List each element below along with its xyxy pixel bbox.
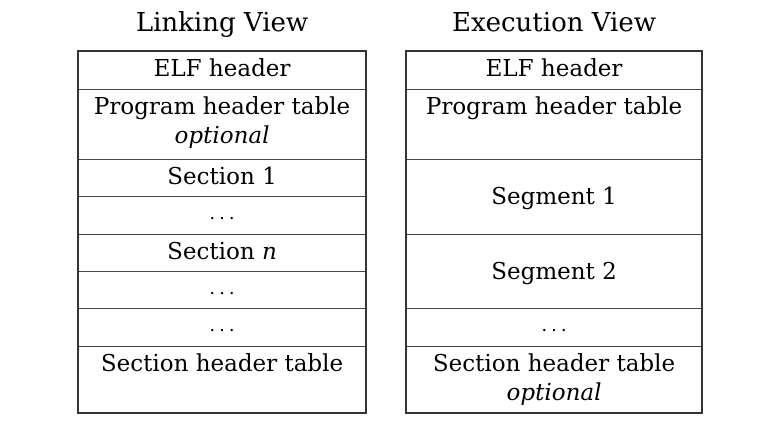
section-1-row: Section 1	[79, 160, 365, 197]
ellipsis-row: ...	[79, 272, 365, 309]
ellipsis-label: ...	[209, 315, 239, 336]
ellipsis-row: ...	[407, 309, 701, 347]
ellipsis-row: ...	[79, 309, 365, 347]
section-1-label: Section 1	[167, 164, 277, 190]
segment-1-label: Segment 1	[491, 184, 617, 210]
elf-header-label: ELF header	[153, 56, 291, 82]
elf-header-row: ELF header	[79, 52, 365, 90]
section-header-optional-note: optional	[506, 380, 602, 406]
program-header-table-row: Program header table	[407, 90, 701, 160]
program-header-table-row: Program header table optional	[79, 90, 365, 160]
section-n-row: Section n	[79, 235, 365, 272]
execution-view-table: ELF header Program header table Segment …	[405, 50, 703, 414]
section-header-table-label: Section header table	[100, 351, 344, 377]
execution-view-title: Execution View	[451, 8, 657, 38]
elf-header-label: ELF header	[485, 56, 623, 82]
execution-view: Execution View ELF header Program header…	[405, 8, 703, 418]
linking-view-title: Linking View	[135, 8, 309, 38]
ellipsis-row: ...	[79, 197, 365, 235]
segment-1-row: Segment 1	[407, 160, 701, 235]
segment-2-row: Segment 2	[407, 235, 701, 309]
program-header-table-label: Program header table	[93, 94, 351, 120]
linking-view: Linking View ELF header Program header t…	[77, 8, 367, 418]
section-header-table-row: Section header table optional	[407, 347, 701, 412]
ellipsis-label: ...	[209, 278, 239, 299]
program-header-optional-note: optional	[174, 123, 270, 149]
linking-view-table: ELF header Program header table optional…	[77, 50, 367, 414]
ellipsis-label: ...	[541, 315, 571, 336]
section-header-table-row: Section header table	[79, 347, 365, 412]
segment-2-label: Segment 2	[491, 258, 617, 285]
elf-header-row: ELF header	[407, 52, 701, 90]
section-n-prefix: Section	[167, 239, 262, 265]
section-n-variable: n	[262, 239, 277, 265]
section-header-table-label: Section header table	[432, 351, 676, 377]
program-header-table-label: Program header table	[425, 94, 683, 120]
ellipsis-label: ...	[209, 203, 239, 224]
section-n-label: Section n	[79, 235, 365, 267]
